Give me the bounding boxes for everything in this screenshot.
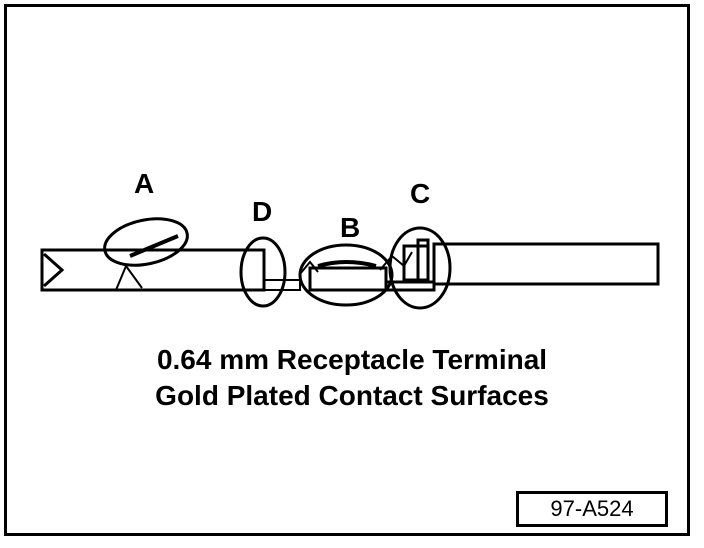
figure-id-box: 97-A524 [516,491,668,527]
gold-contact-a [129,234,179,258]
callout-ellipse-b [298,243,394,307]
figure-id: 97-A524 [550,496,634,521]
spring-contact [115,263,143,291]
callout-ellipse-d [239,236,287,308]
figure-frame [4,4,690,536]
callout-label-d: D [252,196,273,227]
terminal-right-housing [402,244,430,282]
terminal-left-body [40,248,266,292]
caption-line-2: Gold Plated Contact Surfaces [155,380,549,411]
terminal-right-body [432,242,660,286]
contact-fingers-right [379,251,413,271]
terminal-right-base [386,280,436,292]
gold-contact-b [317,260,377,268]
terminal-middle-box [308,266,388,292]
caption-line-1: 0.64 mm Receptacle Terminal [156,344,548,375]
callout-label-b: B [340,212,361,243]
callout-label-a: A [134,168,155,199]
terminal-left-tip [43,252,65,288]
contact-fingers-left [299,260,319,275]
callout-label-c: C [410,178,431,209]
callout-ellipse-a [103,217,189,267]
callout-ellipse-c [388,226,452,310]
